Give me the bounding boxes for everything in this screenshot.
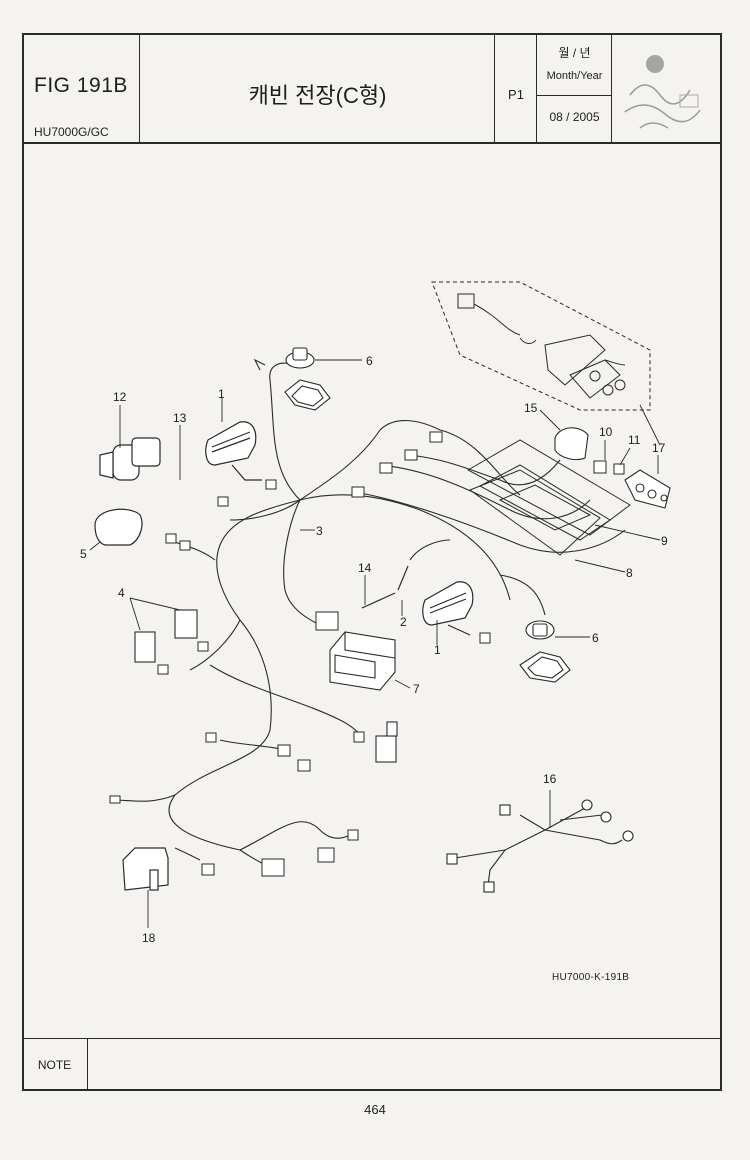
title-block (22, 33, 722, 143)
callout-18: 18 (142, 931, 156, 945)
fig-cell (22, 33, 140, 143)
month-year-cell (537, 33, 612, 143)
drawing-code: HU7000-K-191B (552, 972, 630, 983)
page-number: 464 (364, 1102, 386, 1117)
page-code-cell (495, 33, 537, 143)
callout-15: 15 (524, 401, 538, 415)
callout-2: 2 (400, 615, 407, 629)
callout-17: 17 (652, 441, 666, 455)
callout-5: 5 (80, 547, 87, 561)
callout-11: 11 (628, 433, 641, 447)
month-year-divider (537, 95, 612, 96)
fig-label: FIG 191B (34, 74, 128, 97)
callout-16: 16 (543, 772, 557, 786)
model-label: HU7000G/GC (34, 125, 109, 139)
callout-6-middle: 6 (592, 631, 599, 645)
callout-14: 14 (358, 561, 372, 575)
callout-12: 12 (113, 390, 127, 404)
callout-9: 9 (661, 534, 668, 548)
callout-1-middle: 1 (434, 643, 441, 657)
month-year-korean: 월 / 년 (558, 46, 591, 60)
month-year-english: Month/Year (546, 70, 603, 82)
note-row (22, 1038, 722, 1091)
sheet-frame (22, 33, 722, 1091)
callout-1-top: 1 (218, 387, 225, 401)
page-title: 캐빈 전장(C형) (248, 83, 387, 108)
callout-13: 13 (173, 411, 187, 425)
page-code: P1 (508, 87, 524, 102)
callout-6-top: 6 (366, 354, 373, 368)
callout-8: 8 (626, 566, 633, 580)
title-cell (140, 33, 495, 143)
header-divider (22, 142, 722, 144)
callout-7: 7 (413, 682, 420, 696)
note-label: NOTE (22, 1038, 88, 1091)
revision-date: 08 / 2005 (549, 110, 600, 124)
callout-4: 4 (118, 586, 125, 600)
callout-10: 10 (599, 425, 613, 439)
callout-3: 3 (316, 524, 323, 538)
